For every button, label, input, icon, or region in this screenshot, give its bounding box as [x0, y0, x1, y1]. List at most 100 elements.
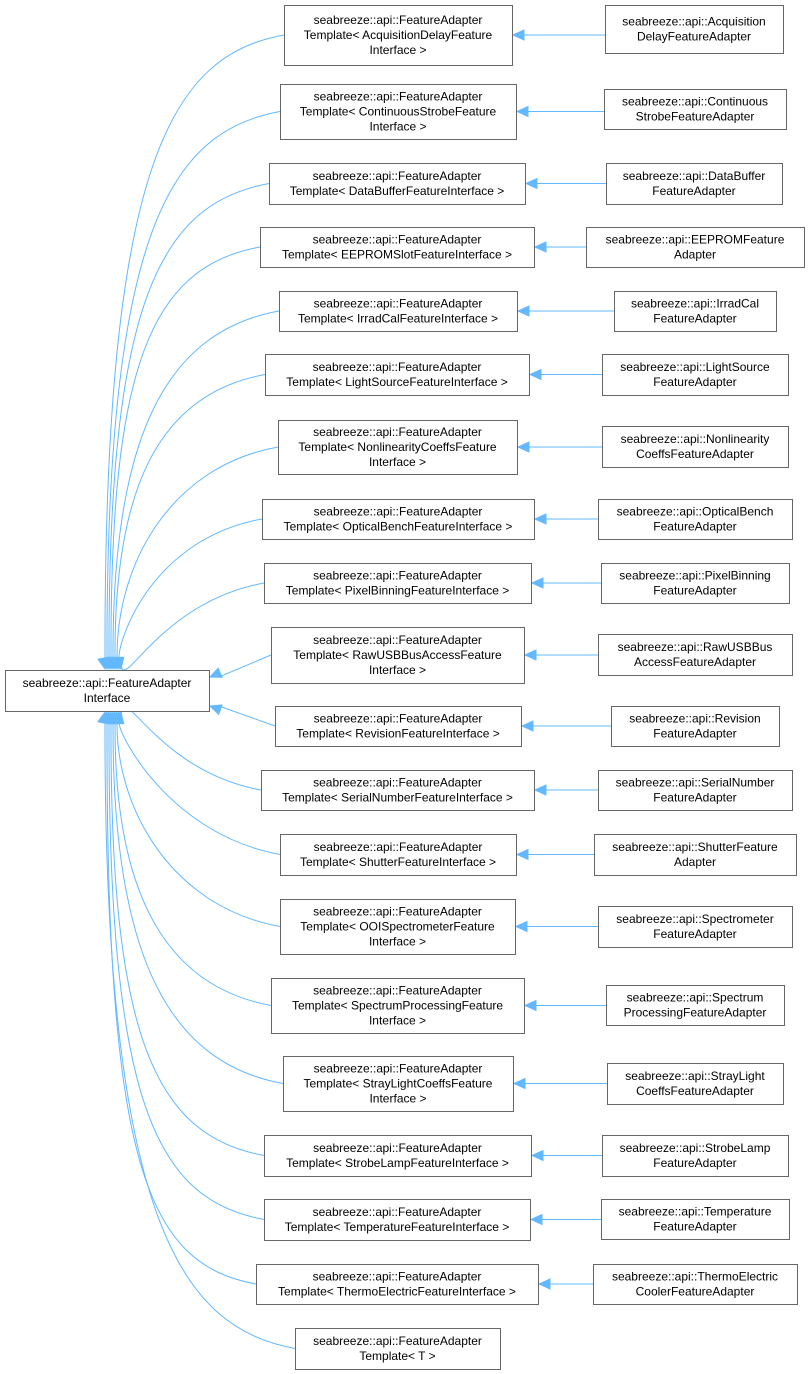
adapter-node-line: seabreeze::api::IrradCal: [631, 297, 759, 311]
template-node-line: Template< StrayLightCoeffsFeature: [304, 1077, 493, 1091]
adapter-node-line: CoeffsFeatureAdapter: [636, 1084, 754, 1098]
template-node[interactable]: seabreeze::api::FeatureAdapterTemplate< …: [264, 563, 532, 604]
adapter-node-box: [604, 89, 787, 130]
template-node-line: seabreeze::api::FeatureAdapter: [313, 776, 482, 790]
inheritance-edge: [114, 374, 266, 660]
template-node-box: [283, 1056, 514, 1112]
adapter-node-line: seabreeze::api::PixelBinning: [619, 569, 770, 583]
template-node[interactable]: seabreeze::api::FeatureAdapterTemplate< …: [295, 1328, 501, 1370]
template-node[interactable]: seabreeze::api::FeatureAdapterTemplate< …: [265, 354, 530, 396]
adapter-node[interactable]: seabreeze::api::SerialNumberFeatureAdapt…: [598, 770, 793, 811]
adapter-node-line: FeatureAdapter: [653, 520, 736, 534]
derivation-arrowhead: [537, 1278, 551, 1290]
adapter-node-line: seabreeze::api::ShutterFeature: [612, 840, 778, 854]
template-node[interactable]: seabreeze::api::FeatureAdapterTemplate< …: [271, 627, 525, 684]
template-node[interactable]: seabreeze::api::FeatureAdapterTemplate< …: [278, 420, 518, 475]
derivation-arrowhead: [533, 513, 547, 525]
template-node[interactable]: seabreeze::api::FeatureAdapterTemplate< …: [262, 499, 535, 540]
adapter-node[interactable]: seabreeze::api::NonlinearityCoeffsFeatur…: [602, 426, 789, 468]
template-node-box: [261, 770, 535, 811]
template-node[interactable]: seabreeze::api::FeatureAdapterTemplate< …: [269, 163, 526, 205]
adapter-node[interactable]: seabreeze::api::OpticalBenchFeatureAdapt…: [598, 499, 793, 540]
template-node-line: seabreeze::api::FeatureAdapter: [313, 169, 482, 183]
inheritance-edge: [120, 582, 265, 671]
inheritance-edge: [118, 721, 281, 855]
adapter-node-line: CoeffsFeatureAdapter: [636, 447, 754, 461]
template-node-line: Interface >: [369, 663, 426, 677]
inheritance-edge: [106, 721, 257, 1285]
template-node-box: [256, 1264, 539, 1305]
derivation-arrowhead: [520, 720, 534, 732]
template-node[interactable]: seabreeze::api::FeatureAdapterTemplate< …: [260, 227, 535, 268]
adapter-node-box: [586, 227, 805, 268]
adapter-node-line: seabreeze::api::Acquisition: [622, 15, 765, 29]
template-node-line: seabreeze::api::FeatureAdapter: [314, 712, 483, 726]
template-node[interactable]: seabreeze::api::FeatureAdapterTemplate< …: [256, 1264, 539, 1305]
template-node-line: Template< ThermoElectricFeatureInterface…: [278, 1285, 516, 1299]
derivation-arrowhead: [516, 305, 530, 317]
adapter-node-box: [601, 1199, 790, 1240]
template-node[interactable]: seabreeze::api::FeatureAdapterTemplate< …: [280, 84, 517, 140]
adapter-node-line: AccessFeatureAdapter: [634, 655, 756, 669]
inheritance-edge: [110, 721, 265, 1156]
adapter-node-line: ProcessingFeatureAdapter: [624, 1006, 767, 1020]
adapter-node-box: [598, 634, 793, 676]
template-node[interactable]: seabreeze::api::FeatureAdapterTemplate< …: [283, 1056, 514, 1112]
derivation-arrowhead: [523, 649, 537, 661]
template-node[interactable]: seabreeze::api::FeatureAdapterTemplate< …: [264, 1135, 532, 1177]
adapter-node[interactable]: seabreeze::api::ThermoElectricCoolerFeat…: [593, 1264, 798, 1305]
template-node[interactable]: seabreeze::api::FeatureAdapterTemplate< …: [264, 1199, 531, 1241]
template-node-line: Template< DataBufferFeatureInterface >: [290, 184, 505, 198]
adapter-node[interactable]: seabreeze::api::ContinuousStrobeFeatureA…: [604, 89, 787, 130]
inheritance-arrowhead: [208, 667, 223, 678]
adapter-node-line: Adapter: [674, 248, 716, 262]
template-node-box: [265, 354, 530, 396]
adapter-node-box: [594, 834, 797, 876]
adapter-node-line: FeatureAdapter: [653, 727, 736, 741]
adapter-node-box: [598, 499, 793, 540]
nodes-layer: seabreeze::api::FeatureAdapterInterfaces…: [5, 5, 805, 1370]
template-node-line: Template< RevisionFeatureInterface >: [296, 727, 499, 741]
template-node[interactable]: seabreeze::api::FeatureAdapterTemplate< …: [280, 899, 516, 955]
adapter-node-line: seabreeze::api::RawUSBBus: [618, 640, 773, 654]
adapter-node-box: [611, 706, 780, 747]
template-node-box: [275, 706, 522, 747]
derivation-arrowhead: [533, 241, 547, 253]
derivation-arrowhead: [528, 368, 542, 381]
adapter-node-line: seabreeze::api::StrayLight: [625, 1069, 765, 1083]
template-node-box: [278, 420, 518, 475]
adapter-node[interactable]: seabreeze::api::LightSourceFeatureAdapte…: [602, 354, 789, 396]
template-node[interactable]: seabreeze::api::FeatureAdapterTemplate< …: [284, 5, 513, 66]
template-node[interactable]: seabreeze::api::FeatureAdapterTemplate< …: [280, 834, 517, 876]
adapter-node[interactable]: seabreeze::api::SpectrometerFeatureAdapt…: [598, 906, 793, 948]
adapter-node-box: [602, 426, 789, 468]
template-node[interactable]: seabreeze::api::FeatureAdapterTemplate< …: [275, 706, 522, 747]
template-node[interactable]: seabreeze::api::FeatureAdapterTemplate< …: [279, 291, 518, 332]
template-node[interactable]: seabreeze::api::FeatureAdapterTemplate< …: [271, 978, 525, 1034]
template-node-line: Template< RawUSBBusAccessFeature: [293, 648, 502, 662]
inheritance-edge: [104, 34, 285, 660]
template-node-line: seabreeze::api::FeatureAdapter: [313, 1334, 482, 1348]
adapter-node[interactable]: seabreeze::api::AcquisitionDelayFeatureA…: [605, 5, 784, 54]
template-node[interactable]: seabreeze::api::FeatureAdapterTemplate< …: [261, 770, 535, 811]
adapter-node[interactable]: seabreeze::api::StrayLightCoeffsFeatureA…: [607, 1063, 784, 1105]
template-node-line: seabreeze::api::FeatureAdapter: [313, 1205, 482, 1219]
adapter-node-box: [605, 5, 784, 54]
derivation-arrowhead: [515, 105, 529, 118]
template-node-line: Template< SpectrumProcessingFeature: [292, 999, 503, 1013]
inheritance-edge: [116, 721, 281, 927]
template-node-box: [264, 563, 532, 604]
adapter-node[interactable]: seabreeze::api::TemperatureFeatureAdapte…: [601, 1199, 790, 1240]
adapter-node-line: seabreeze::api::Temperature: [619, 1205, 772, 1219]
adapter-node[interactable]: seabreeze::api::PixelBinningFeatureAdapt…: [601, 563, 790, 604]
adapter-node[interactable]: seabreeze::api::SpectrumProcessingFeatur…: [606, 985, 785, 1026]
template-node-line: seabreeze::api::FeatureAdapter: [313, 984, 482, 998]
adapter-node[interactable]: seabreeze::api::RawUSBBusAccessFeatureAd…: [598, 634, 793, 676]
